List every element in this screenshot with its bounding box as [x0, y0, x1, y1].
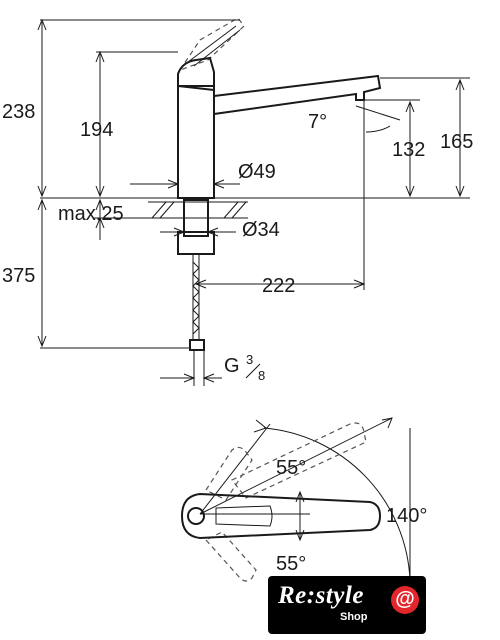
- dim-deck-thickness: max.25: [58, 203, 124, 225]
- dim-connection-label: G: [224, 355, 240, 377]
- handle-grip: [215, 505, 273, 527]
- faucet-side-view: [40, 17, 470, 386]
- handle-lower-dashed: [205, 531, 257, 582]
- logo-at-icon: @: [391, 586, 419, 614]
- deck-hatch: [148, 201, 248, 219]
- lever-hatch: [193, 29, 241, 67]
- faucet-spout: [213, 74, 382, 115]
- dim-reach-height: 165: [440, 131, 473, 153]
- rotation-arc: [263, 427, 411, 581]
- lever-raised-outline: [178, 17, 245, 72]
- rotation-top-view: [180, 417, 411, 582]
- dim-connection-den: 8: [258, 368, 265, 383]
- handle-pivot: [187, 507, 205, 525]
- dim-below-deck: 375: [2, 265, 35, 287]
- logo-main-text: Re:style: [278, 582, 364, 609]
- fraction-slash: [245, 363, 261, 379]
- dim-base-diameter: Ø49: [238, 161, 276, 183]
- supply-hose: [189, 254, 205, 386]
- faucet-body: [177, 85, 215, 199]
- dim-spout-height: 194: [80, 119, 113, 141]
- handle-left-dashed: [205, 446, 253, 501]
- mounting-nut: [177, 231, 215, 255]
- restyle-shop-logo: Re:style Shop @: [268, 576, 426, 634]
- lever-body: [177, 56, 215, 92]
- angle-lower: 55°: [276, 553, 306, 575]
- dim-spout-reach: 222: [262, 275, 295, 297]
- mounting-shank: [183, 199, 209, 237]
- angle-total: 140°: [386, 505, 427, 527]
- angle-upper: 55°: [276, 457, 306, 479]
- dim-connection-num: 3: [246, 352, 253, 367]
- dim-hole-diameter: Ø34: [242, 219, 280, 241]
- logo-sub-text: Shop: [340, 611, 368, 623]
- dimension-lines: [37, 18, 470, 383]
- dim-total-height: 238: [2, 101, 35, 123]
- dim-spout-angle: 7°: [308, 111, 327, 133]
- handle-right-dashed: [231, 422, 367, 499]
- lever-hatch: [187, 25, 237, 63]
- dim-outlet-height: 132: [392, 139, 425, 161]
- handle-current: [180, 492, 382, 540]
